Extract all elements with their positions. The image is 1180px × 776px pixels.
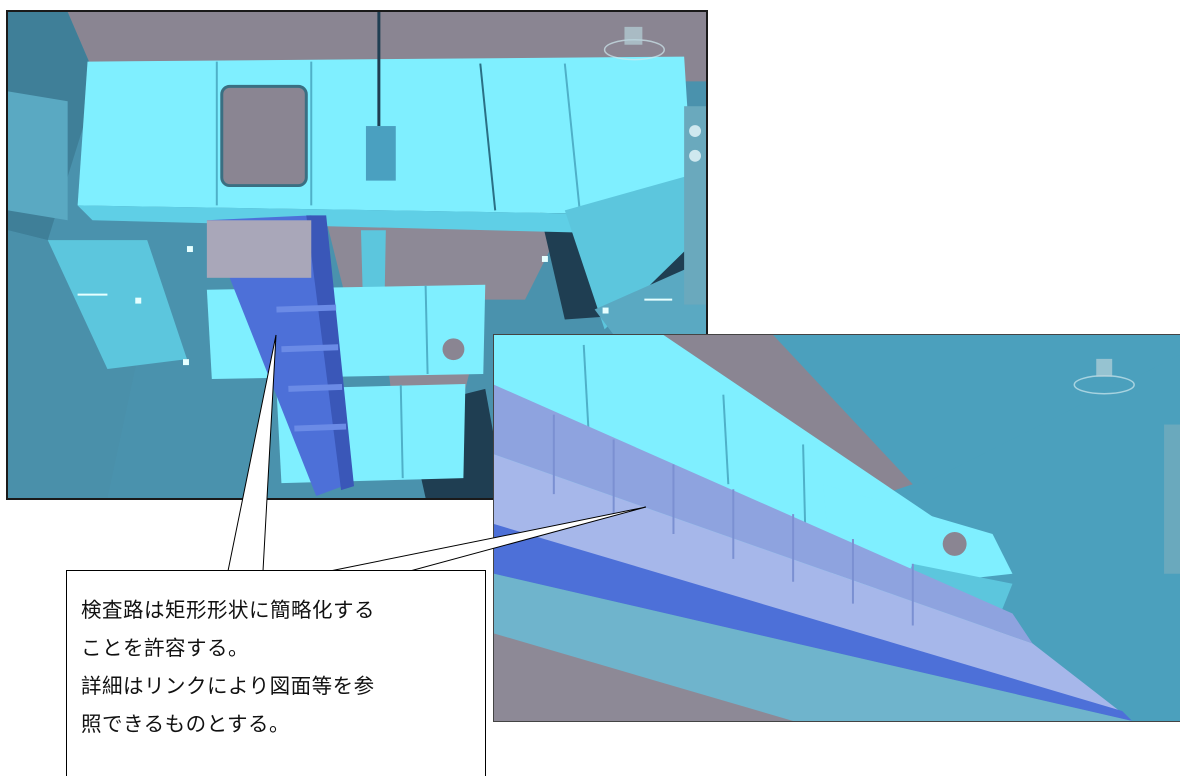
callout-text-line-2: ことを許容する。 <box>81 636 249 660</box>
bridge-model-top-render <box>8 12 706 498</box>
callout-text-line-3: 詳細はリンクにより図面等を参 <box>81 674 375 698</box>
callout-text-line-4: 照できるものとする。 <box>81 712 290 736</box>
callout-text-line-1: 検査路は矩形形状に簡略化する <box>81 598 375 622</box>
callout-box: 検査路は矩形形状に簡略化する ことを許容する。 詳細はリンクにより図面等を参 照… <box>66 570 486 776</box>
model-view-top <box>6 10 708 500</box>
bridge-model-side-render <box>494 335 1180 721</box>
model-view-bottom <box>493 334 1180 722</box>
